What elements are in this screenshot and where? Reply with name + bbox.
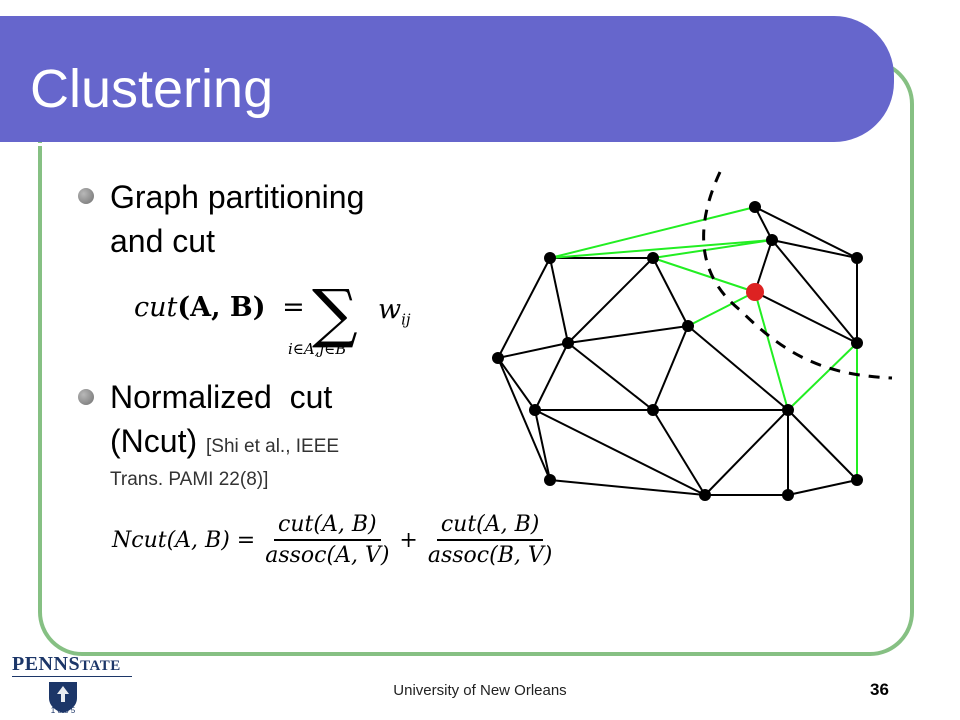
graph-node <box>492 352 504 364</box>
highlighted-node <box>746 283 764 301</box>
graph-node <box>851 252 863 264</box>
graph-node <box>699 489 711 501</box>
page-number: 36 <box>870 680 889 699</box>
graph-node <box>544 474 556 486</box>
graph-edge <box>534 409 551 481</box>
graph-edges <box>497 206 858 496</box>
graph-node <box>782 404 794 416</box>
slide-title: Clustering <box>30 59 274 119</box>
bullet-graph-partitioning: Graph partitioning and cut <box>110 175 364 263</box>
ncut-formula: Ncut(A, B) = cut(A, B) assoc(A, V) + cut… <box>112 512 556 568</box>
citation-text: Trans. PAMI 22(8)] <box>110 469 269 490</box>
weight-subscript: ij <box>401 310 411 329</box>
frac-numerator: cut(A, B) <box>278 512 377 537</box>
graph-edge <box>567 257 654 344</box>
logo-s: S <box>68 653 81 675</box>
bullet-text-line: Normalized cut <box>110 379 333 415</box>
logo-rule <box>12 676 132 677</box>
graph-edge <box>652 257 689 327</box>
frac-numerator: cut(A, B) <box>440 512 540 537</box>
bullet-marker <box>78 188 94 204</box>
formula-equals: = <box>282 292 305 323</box>
graph-node <box>682 320 694 332</box>
graph-edge <box>754 206 773 241</box>
ncut-fraction-2: cut(A, B) assoc(B, V) <box>424 512 556 568</box>
graph-edge <box>497 357 551 481</box>
graph-edge <box>687 325 789 411</box>
graph-edge <box>787 479 858 496</box>
bullet-normalized-cut: Normalized cut (Ncut) [Shi et al., IEEE … <box>110 375 400 491</box>
cut-edge <box>549 206 756 259</box>
graph-node <box>766 234 778 246</box>
cut-edge <box>787 342 858 411</box>
graph-edge <box>771 239 858 344</box>
cut-edge <box>754 291 789 411</box>
logo-year: 1 8 5 5 <box>50 706 76 715</box>
graph-node <box>647 404 659 416</box>
graph-edge <box>567 325 689 344</box>
graph-edge <box>534 342 569 411</box>
formula-cut-args: (A, B) <box>177 292 266 323</box>
graph-edge <box>549 257 569 344</box>
cut-boundary-dashed-line <box>702 171 893 380</box>
graph-edge <box>754 291 858 344</box>
graph-node <box>782 489 794 501</box>
graph-edge <box>567 342 654 411</box>
title-underline <box>0 143 848 146</box>
graph-node <box>544 252 556 264</box>
bullet-text-line: Graph partitioning <box>110 179 365 215</box>
frac-denominator: assoc(B, V) <box>427 543 553 568</box>
bullet-text-line-with-citation: (Ncut) [Shi et al., IEEE <box>110 419 400 469</box>
graph-node <box>749 201 761 213</box>
footer-institution: University of New Orleans <box>393 682 567 699</box>
graph-edge <box>534 409 706 496</box>
cut-edge <box>652 239 773 259</box>
frac-denominator: assoc(A, V) <box>265 543 390 568</box>
graph-edge <box>754 239 773 293</box>
graph-node <box>851 474 863 486</box>
graph-edge <box>771 239 858 259</box>
cut-edge <box>549 239 773 259</box>
ncut-fraction-1: cut(A, B) assoc(A, V) <box>261 512 393 568</box>
graph-node <box>647 252 659 264</box>
cut-edge <box>652 257 756 293</box>
citation-text: [Shi et al., IEEE <box>206 436 340 457</box>
title-bar: Clustering <box>0 16 894 146</box>
graph-node <box>529 404 541 416</box>
logo-penn: PENN <box>12 653 69 675</box>
graph-node <box>851 337 863 349</box>
shield-icon <box>49 682 77 713</box>
formula-cut-fn: cut <box>134 292 178 323</box>
graph-edge <box>549 479 706 496</box>
logo-wordmark: PENNSTATE <box>12 652 121 678</box>
pennstate-logo: PENNSTATE 1 8 5 5 <box>12 652 134 716</box>
bullet-text-line: and cut <box>110 223 215 259</box>
bullet-marker <box>78 389 94 405</box>
slide-frame <box>38 60 914 656</box>
graph-edge <box>652 325 689 411</box>
weight-term: w <box>378 294 402 325</box>
graph-node <box>562 337 574 349</box>
sum-subscript: i∈A,j∈B <box>288 340 347 358</box>
graph-edge <box>787 409 858 481</box>
graph-edge <box>754 206 858 259</box>
sum-symbol: ∑ <box>312 277 358 351</box>
graph-edge <box>497 342 569 359</box>
graph-edge <box>497 257 551 359</box>
ncut-lhs: Ncut(A, B) = <box>112 527 256 553</box>
cut-edge <box>687 291 756 327</box>
bullet-text-ncut: (Ncut) <box>110 423 198 459</box>
plus-sign: + <box>399 527 418 553</box>
graph-edge <box>704 409 789 496</box>
graph-edge <box>652 409 706 496</box>
cut-edges <box>549 206 858 480</box>
graph-edge <box>497 357 536 411</box>
graph-partition-diagram <box>492 171 893 501</box>
logo-tate: TATE <box>80 658 121 674</box>
graph-nodes <box>492 201 863 501</box>
